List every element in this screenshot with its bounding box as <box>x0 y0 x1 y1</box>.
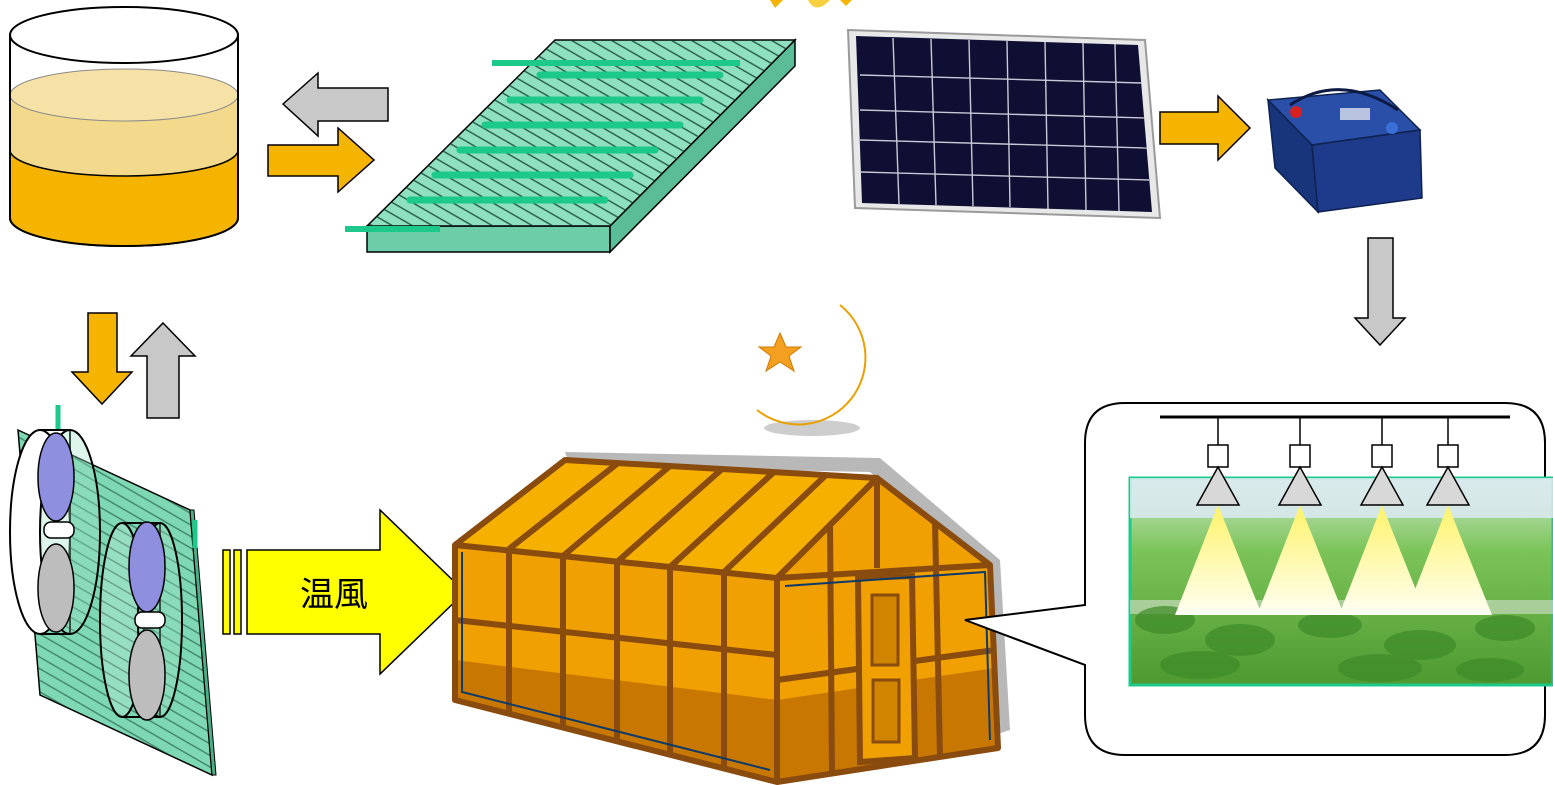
sun-icon <box>770 0 852 8</box>
warm-air-label: 温風 <box>300 575 368 615</box>
flow-arrow-gray-down <box>1353 237 1407 347</box>
solar-thermal-collector-icon <box>345 38 797 254</box>
greenhouse-icon <box>452 452 1010 785</box>
led-grow-lights-icon <box>1160 415 1510 615</box>
flow-arrow-gray-left <box>281 71 389 138</box>
flow-arrow-orange-down <box>70 312 134 406</box>
storage-tank-icon <box>9 6 239 247</box>
flow-arrow-orange-panel-to-battery <box>1159 94 1252 162</box>
battery-icon <box>1266 88 1423 215</box>
flow-arrow-gray-up <box>129 321 197 419</box>
warm-air-arrow: 温風 <box>222 508 467 676</box>
moon-star-icon <box>756 304 867 436</box>
heat-exchanger-fan-icon <box>9 405 217 777</box>
flow-arrow-orange-right <box>267 126 376 194</box>
solar-panel-icon <box>846 28 1162 220</box>
